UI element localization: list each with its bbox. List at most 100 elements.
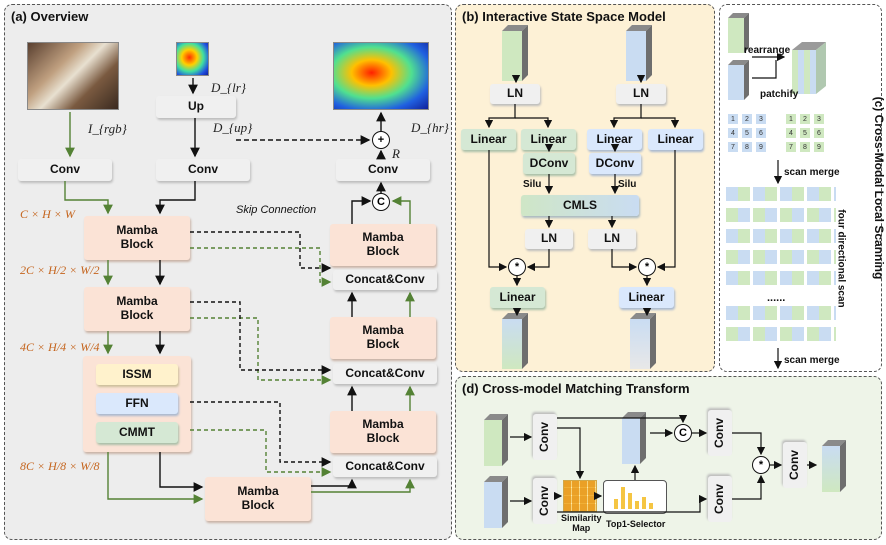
mamba-block-bottom: Mamba Block <box>205 477 311 521</box>
cmmt-panel <box>455 376 882 540</box>
cmmt-box: CMMT <box>96 422 178 443</box>
mamba-block-dec-2: Mamba Block <box>330 317 436 359</box>
mamba-block-dec-3: Mamba Block <box>330 411 436 453</box>
lr-depth-image <box>176 42 209 76</box>
patch-grid-green: 1 2 3 4 5 6 7 8 9 <box>786 114 830 158</box>
grid-cell: 8 <box>742 142 752 152</box>
grid-cell: 9 <box>756 142 766 152</box>
cmmt-conv-mid-bottom: Conv <box>708 476 732 522</box>
concat-conv-1: Concat&Conv <box>333 270 437 290</box>
cmmt-cube-out <box>822 440 846 492</box>
up-output-label: D_{up} <box>213 120 253 135</box>
patchify-label: patchify <box>760 89 799 100</box>
concat-op-d: C <box>674 424 692 442</box>
ln-right-top: LN <box>616 84 666 104</box>
linear-right-outer: Linear <box>648 129 703 150</box>
mamba-block-1: Mamba Block <box>84 216 190 260</box>
grid-cell: 5 <box>800 128 810 138</box>
cmls-box: CMLS <box>521 195 639 216</box>
skip-connection-label: Skip Connection <box>236 204 317 216</box>
patch-grid-blue: 1 2 3 4 5 6 7 8 9 <box>728 114 772 158</box>
stacked-slices <box>792 42 826 94</box>
lr-input-label: D_{lr} <box>211 80 246 95</box>
conv-output-box: Conv <box>336 159 430 181</box>
cmmt-cube-mid <box>622 412 646 464</box>
issm-title: (b) Interactive State Space Model <box>462 9 666 24</box>
linear-right-inner: Linear <box>587 129 642 150</box>
ln-left-top: LN <box>490 84 540 104</box>
linear-left-out: Linear <box>490 287 545 308</box>
dim-level-1: C × H × W <box>20 207 75 221</box>
ffn-box: FFN <box>96 393 178 414</box>
grid-cell: 5 <box>742 128 752 138</box>
grid-cell: 7 <box>786 142 796 152</box>
issm-box: ISSM <box>96 364 178 385</box>
input-cube-blue <box>626 25 652 81</box>
grid-cell: 1 <box>728 114 738 124</box>
mamba-block-2: Mamba Block <box>84 287 190 331</box>
top1-selector <box>603 480 667 514</box>
linear-left-inner: Linear <box>521 129 576 150</box>
hr-output-label: D_{hr} <box>411 120 449 135</box>
output-cube-left <box>502 313 528 369</box>
hr-depth-image <box>333 42 429 110</box>
conv-depth-box: Conv <box>156 159 250 181</box>
four-dir-label: four directional scan <box>835 209 847 308</box>
cmmt-cube-blue <box>484 476 508 528</box>
cmls-cube-green <box>728 13 749 53</box>
dim-level-3: 4C × H/4 × W/4 <box>20 340 100 354</box>
residual-label: R <box>392 146 400 161</box>
top1-selector-label: Top1-Selector <box>606 519 666 529</box>
grid-cell: 6 <box>756 128 766 138</box>
grid-cell: 2 <box>800 114 810 124</box>
output-cube-right <box>630 313 656 369</box>
linear-left-outer: Linear <box>461 129 516 150</box>
concat-conv-2: Concat&Conv <box>333 364 437 384</box>
cmls-title: (c) Cross-Modal Local Scanning <box>872 96 886 280</box>
mult-right-b: * <box>638 258 656 276</box>
silu-left: Silu <box>523 179 542 190</box>
grid-cell: 4 <box>728 128 738 138</box>
grid-cell: 7 <box>728 142 738 152</box>
dim-level-4: 8C × H/8 × W/8 <box>20 459 100 473</box>
scan-rows <box>726 187 836 291</box>
dconv-right: DConv <box>589 153 641 174</box>
linear-right-out: Linear <box>619 287 674 308</box>
issm-panel <box>455 4 715 372</box>
cmmt-title: (d) Cross-model Matching Transform <box>462 381 690 396</box>
cmls-cube-blue <box>728 60 749 100</box>
cmmt-conv-mid-top: Conv <box>708 410 732 456</box>
cmmt-conv-top: Conv <box>533 414 557 460</box>
grid-cell: 1 <box>786 114 796 124</box>
input-cube-green <box>502 25 528 81</box>
dim-level-2: 2C × H/2 × W/2 <box>20 263 100 277</box>
scan-ellipsis: ...... <box>767 292 786 304</box>
grid-cell: 3 <box>756 114 766 124</box>
grid-cell: 2 <box>742 114 752 124</box>
rgb-image <box>27 42 119 110</box>
ln-left-mid: LN <box>525 229 573 249</box>
silu-right: Silu <box>618 179 637 190</box>
rearrange-label: rearrange <box>744 45 791 56</box>
up-box: Up <box>156 96 236 118</box>
mult-left-b: * <box>508 258 526 276</box>
cmmt-cube-green <box>484 414 508 466</box>
scan-merge-label-1: scan merge <box>784 167 840 178</box>
cmmt-conv-final: Conv <box>783 442 807 488</box>
dconv-left: DConv <box>523 153 575 174</box>
ln-right-mid: LN <box>588 229 636 249</box>
concat-op-a: C <box>372 193 390 211</box>
rgb-input-label: I_{rgb} <box>88 121 127 136</box>
grid-cell: 6 <box>814 128 824 138</box>
plus-op: + <box>372 131 390 149</box>
grid-cell: 4 <box>786 128 796 138</box>
concat-conv-3: Concat&Conv <box>333 457 437 477</box>
grid-cell: 9 <box>814 142 824 152</box>
grid-cell: 3 <box>814 114 824 124</box>
similarity-map <box>563 480 597 512</box>
scan-rows-2 <box>726 306 836 346</box>
similarity-map-label: Similarity Map <box>561 513 602 533</box>
mult-op-d: * <box>752 456 770 474</box>
grid-cell: 8 <box>800 142 810 152</box>
conv-rgb-box: Conv <box>18 159 112 181</box>
